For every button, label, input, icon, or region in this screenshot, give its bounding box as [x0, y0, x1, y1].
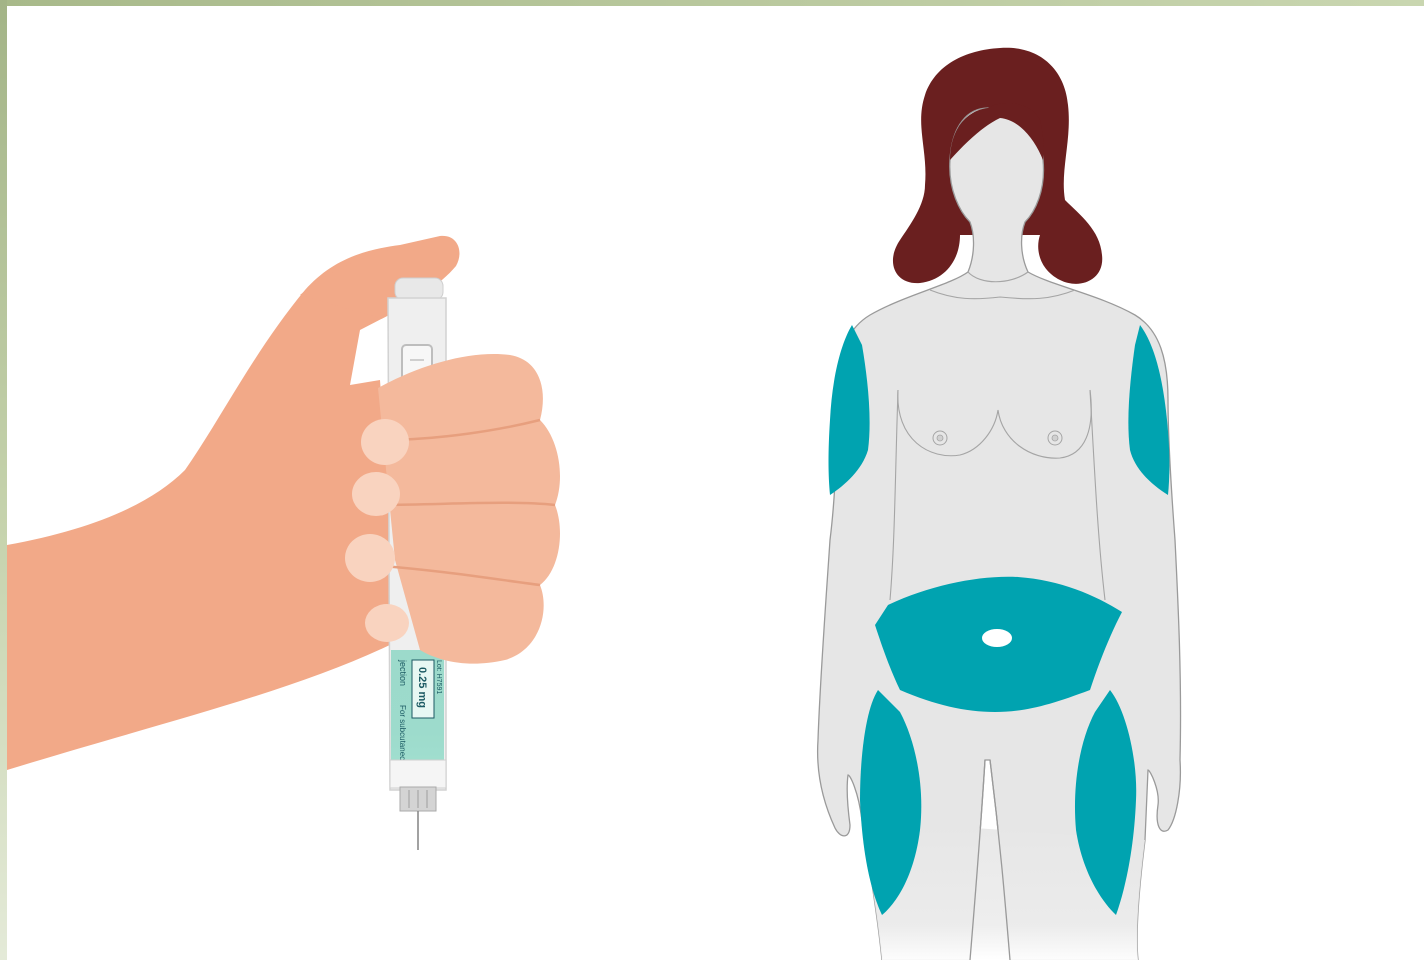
pen-base [390, 760, 446, 788]
pen-injection-label: jection [398, 659, 408, 686]
fingernail-2 [352, 472, 400, 516]
fingernail-3 [345, 534, 395, 582]
fingernail-4 [365, 604, 409, 642]
pen-dose-label: 0.25 mg [416, 667, 428, 708]
pen-cap-top [395, 278, 443, 300]
body-figure [818, 48, 1181, 960]
navel [982, 629, 1012, 647]
fingernail-1 [361, 419, 409, 465]
hand-with-pen: 0.25 mg Lot: H7591 jection For subcutane… [7, 236, 560, 850]
pen-route-label: For subcutaneous [398, 705, 407, 769]
pen-lot-label: Lot: H7591 [435, 660, 442, 694]
